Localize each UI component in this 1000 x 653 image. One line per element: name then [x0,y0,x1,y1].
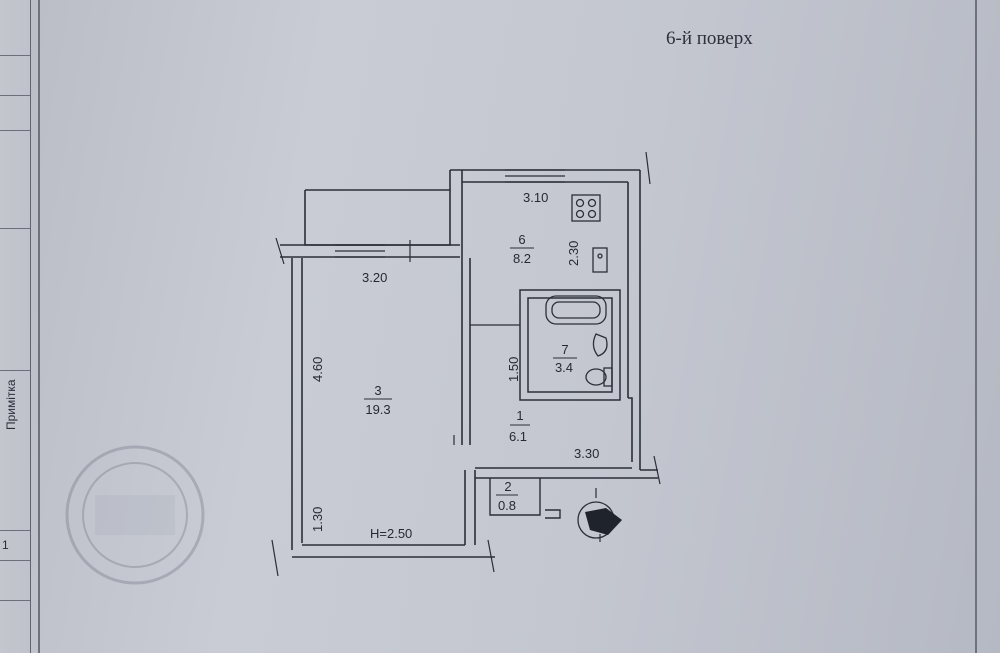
left-margin-strip: Примітка 1 [0,0,31,653]
exterior-walls [280,169,658,558]
kitchen-sink-icon [592,247,608,273]
margin-rule [0,370,30,371]
window-kitchen [505,169,565,183]
room-label: 3 19.3 [364,383,392,417]
ceiling-height-note: H=2.50 [370,526,412,541]
margin-rule [0,95,30,96]
room-number: 6 [518,232,525,247]
room-number: 7 [561,342,568,357]
stamp-seal [65,445,205,585]
margin-rule [0,228,30,229]
margin-row-number: 1 [2,538,9,552]
dimension-hall-width: 3.30 [574,446,599,461]
bathroom-walls [519,289,621,401]
dimension-room-length: 4.60 [310,357,325,382]
room-number: 2 [504,479,511,494]
dimension-kitchen-width: 3.10 [523,190,548,205]
room-area: 6.1 [509,429,527,444]
dimension-bath-depth: 1.50 [506,357,521,382]
room-number: 3 [374,383,381,398]
room-label: 6 8.2 [510,232,534,266]
margin-rule [0,530,30,531]
room-area: 0.8 [498,498,516,513]
dimension-room-width: 3.20 [362,270,387,285]
margin-rule [0,560,30,561]
frame-line-right [975,0,977,653]
frame-line-left [38,0,40,653]
floor-title: 6-й поверх [666,28,753,49]
margin-rule [0,600,30,601]
room-number: 1 [516,408,523,423]
room-label: 1 6.1 [509,408,530,444]
margin-rule [0,55,30,56]
closet-walls [489,478,561,519]
toilet-icon [585,367,613,387]
dimension-room-lower: 1.30 [310,507,325,532]
stove-icon [571,194,601,222]
entrance-marker [577,488,622,542]
room-label: 7 3.4 [553,342,577,375]
room-area: 19.3 [365,402,390,417]
bathtub-icon [545,295,607,325]
break-ticks [271,151,661,577]
room-label: 2 0.8 [496,479,518,513]
room-area: 3.4 [555,360,573,375]
room-area: 8.2 [513,251,531,266]
margin-rule [0,130,30,131]
dimension-kitchen-depth: 2.30 [566,241,581,266]
window-room [335,244,385,258]
washbasin-icon [592,333,608,357]
